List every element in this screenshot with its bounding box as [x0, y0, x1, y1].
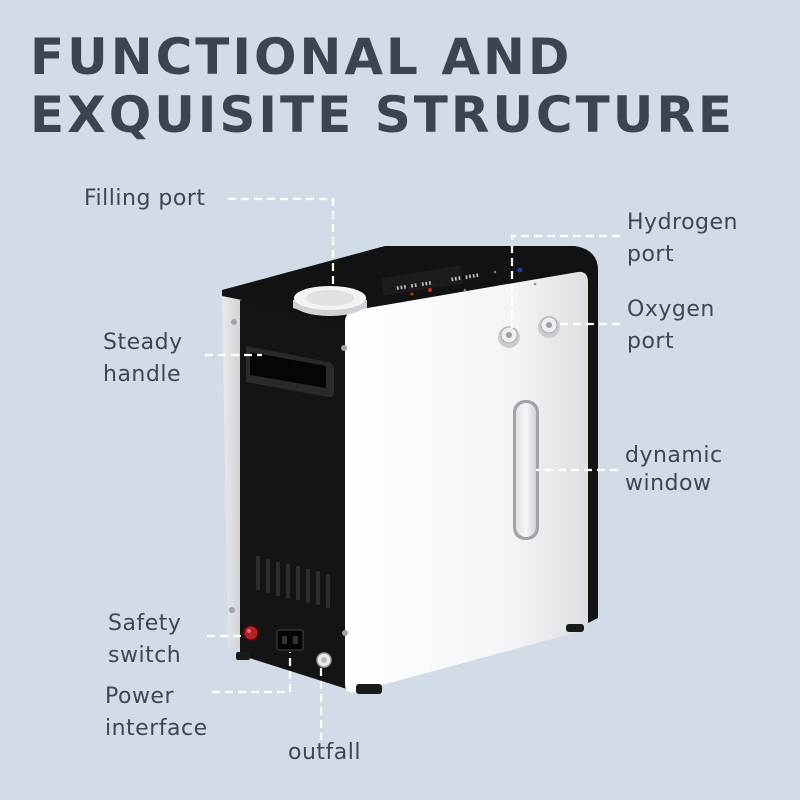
leader-hydrogen-port	[510, 234, 620, 328]
safety-switch-icon	[242, 624, 260, 642]
label-safety-switch: Safety switch	[108, 608, 181, 672]
oxygen-port-icon	[538, 316, 560, 338]
device-foot	[236, 652, 250, 660]
headline: FUNCTIONAL AND EXQUISITE STRUCTURE	[30, 28, 735, 144]
label-hydrogen-port: Hydrogen port	[627, 207, 738, 271]
label-power-interface: Power interface	[105, 681, 208, 745]
callout-leader-lines	[205, 197, 620, 740]
label-oxygen-port: Oxygen port	[627, 294, 715, 358]
leader-filling-port	[228, 197, 335, 288]
steady-handle-icon	[246, 346, 334, 398]
label-oxygen-port-line-1: Oxygen	[627, 297, 715, 322]
device-foot	[566, 624, 584, 632]
headline-line-1: FUNCTIONAL AND	[30, 28, 573, 86]
vent-grille-icon	[256, 556, 330, 608]
label-steady-handle: Steady handle	[103, 327, 183, 391]
label-oxygen-port-line-2: port	[627, 329, 675, 354]
label-power-interface-line-1: Power	[105, 684, 175, 709]
label-dynamic-window-line-1: dynamic	[625, 443, 723, 468]
power-interface-icon	[276, 629, 304, 651]
label-safety-switch-line-1: Safety	[108, 611, 182, 636]
label-outfall-text: outfall	[288, 740, 361, 765]
label-dynamic-window: dynamic window	[625, 442, 723, 498]
device-front-face	[345, 271, 588, 693]
label-hydrogen-port-line-1: Hydrogen	[627, 210, 738, 235]
label-hydrogen-port-line-2: port	[627, 242, 675, 267]
outfall-icon	[316, 652, 332, 668]
filling-port-icon	[293, 286, 367, 316]
label-outfall: outfall	[288, 737, 361, 769]
dynamic-window-icon	[513, 400, 539, 540]
device-left-strip	[222, 296, 242, 650]
svg-text:▮▮▮ ▮▮▮▮: ▮▮▮ ▮▮▮▮	[450, 272, 480, 283]
label-steady-handle-line-1: Steady	[103, 330, 183, 355]
label-safety-switch-line-2: switch	[108, 643, 182, 668]
label-steady-handle-line-2: handle	[103, 362, 181, 387]
device-foot	[356, 684, 382, 694]
label-filling-port: Filling port	[84, 183, 206, 215]
label-filling-port-text: Filling port	[84, 186, 206, 211]
hydrogen-port-icon	[498, 326, 520, 348]
screw-icon	[229, 319, 348, 636]
control-display-icon: ▮▮▮ ▮▮ ▮▮▮ ▮▮▮ ▮▮▮▮	[381, 265, 537, 296]
label-power-interface-line-2: interface	[105, 716, 208, 741]
leader-power-interface	[212, 652, 292, 694]
label-dynamic-window-line-2: window	[625, 471, 712, 496]
headline-line-2: EXQUISITE STRUCTURE	[30, 86, 735, 144]
